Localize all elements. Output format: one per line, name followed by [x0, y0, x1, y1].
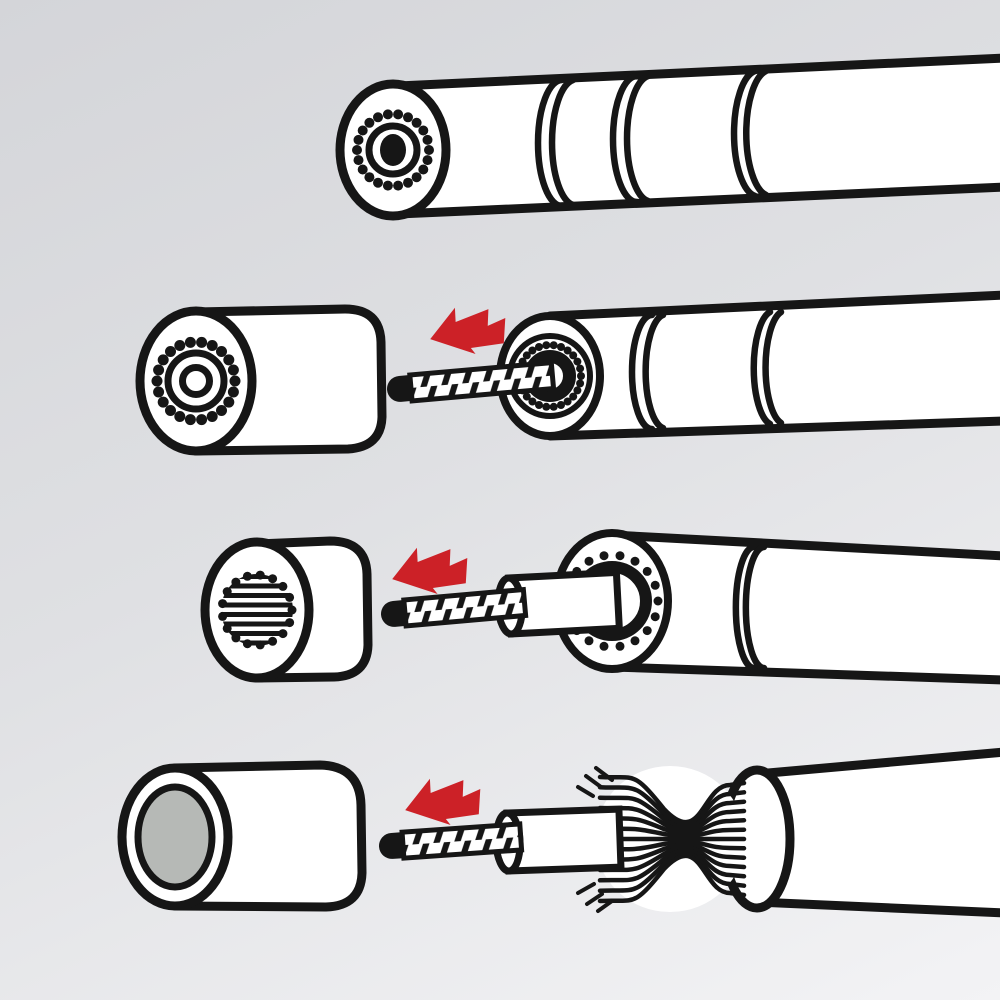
conductor-outline [399, 821, 525, 861]
braid-frayed-ends [576, 766, 614, 913]
braid-shield-dot-ring [352, 109, 434, 191]
removed-jacket-piece [135, 304, 387, 456]
conductor-outline [401, 586, 529, 629]
jacket-piece-face [135, 306, 257, 456]
step-3-shield-piece-removed [200, 529, 1000, 685]
stranded-center-conductor [380, 586, 529, 629]
score-cut-marks [732, 543, 768, 672]
cable-top-edge [607, 530, 1000, 561]
dielectric-piece-face [117, 763, 233, 911]
cable-top-edge [393, 53, 1000, 91]
exposed-braid-strands [597, 774, 747, 904]
center-conductor [380, 134, 406, 166]
cable-end-face [335, 79, 451, 221]
dielectric-body [503, 805, 625, 875]
conductor-hole [179, 364, 213, 398]
cable-bottom-edge [752, 897, 1000, 918]
score-cut-marks [628, 308, 785, 433]
cable-bottom-edge [393, 182, 1000, 219]
shield-piece-face [200, 537, 314, 683]
pull-left-arrow-icon [392, 547, 468, 594]
removed-shield-piece [200, 536, 373, 683]
score-cut-marks [534, 67, 770, 210]
step-2-jacket-piece-removed [135, 290, 1000, 456]
step-1-scored-cable [335, 53, 1000, 221]
stranded-center-conductor [378, 821, 525, 861]
stranded-center-conductor [386, 359, 557, 404]
conductor-outline [407, 359, 557, 404]
cable-top-edge [545, 290, 1000, 321]
cable-bottom-edge [545, 416, 1000, 441]
braid-shield-dot-ring [151, 336, 241, 426]
removed-dielectric-piece [117, 760, 367, 912]
dielectric-cross-section [134, 783, 216, 891]
step-4-dielectric-piece-removed [117, 747, 1000, 918]
pull-left-arrow-icon [430, 307, 506, 354]
cable-bottom-edge [607, 662, 1000, 685]
cable-top-edge [752, 747, 1000, 779]
braid-shield-dot-ring [218, 570, 297, 650]
cable-body [612, 535, 1000, 680]
dielectric-ring [164, 349, 228, 413]
cable-body [757, 752, 1000, 912]
dielectric-ring [365, 122, 421, 178]
pull-left-arrow-icon [405, 778, 481, 825]
cable-body [550, 295, 1000, 436]
